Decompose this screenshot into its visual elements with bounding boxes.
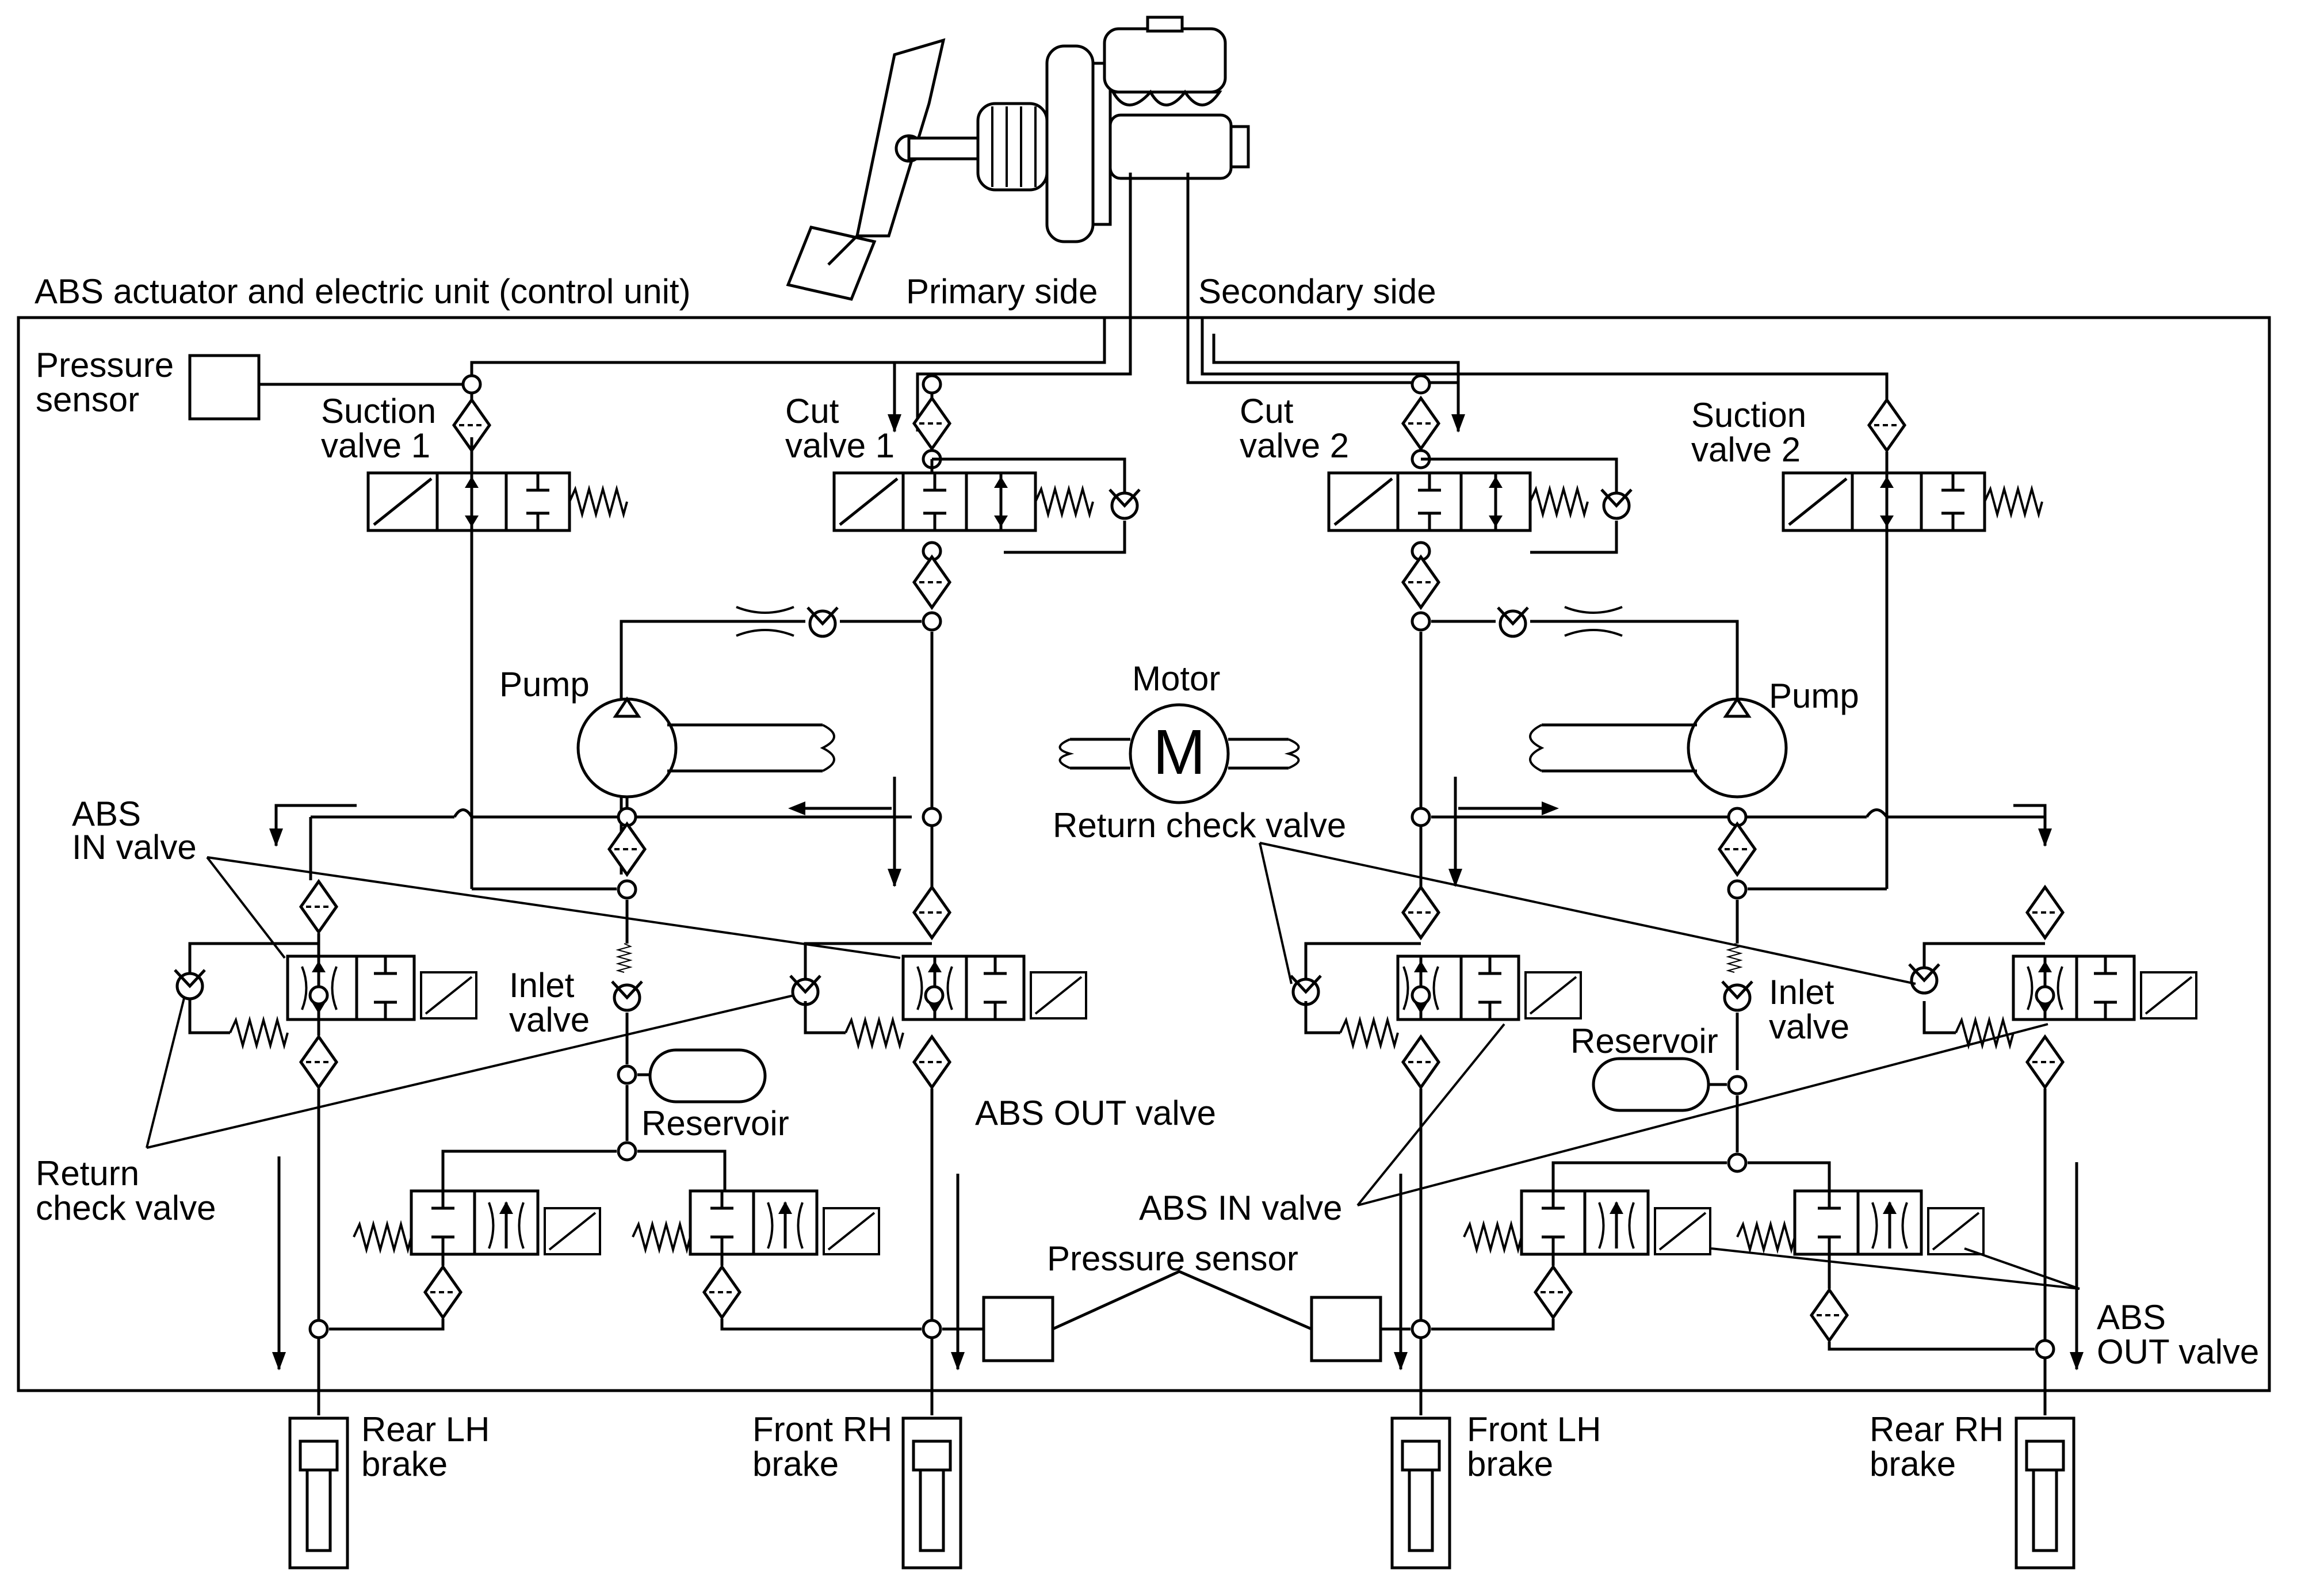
secondary-side-label: Secondary side bbox=[1198, 272, 1436, 311]
pressure-sensor-bottom-label: Pressure sensor bbox=[1047, 1239, 1298, 1278]
inlet-valve-left-label-2: valve bbox=[509, 1001, 590, 1039]
return-check-valve-left-label-1: Return bbox=[36, 1154, 139, 1193]
callout-lines bbox=[146, 842, 2080, 1290]
left-circuit bbox=[175, 376, 1140, 1415]
suction-valve-2-label-1: Suction bbox=[1691, 396, 1806, 434]
cut-valve-1-label-1: Cut bbox=[785, 392, 839, 430]
pressure-sensor-top-label-2: sensor bbox=[36, 380, 139, 419]
motor-label: Motor bbox=[1132, 659, 1220, 698]
return-check-valve-center-label: Return check valve bbox=[1053, 806, 1346, 845]
inlet-valve-left-label-1: Inlet bbox=[509, 966, 575, 1005]
right-circuit bbox=[1291, 376, 2196, 1415]
motor: M bbox=[1058, 703, 1300, 804]
pressure-sensor-top bbox=[188, 354, 261, 421]
rear-rh-brake-cylinder bbox=[2016, 1418, 2074, 1568]
pressure-sensor-front-lh bbox=[1310, 1296, 1382, 1362]
front-lh-brake-cylinder bbox=[1392, 1418, 1450, 1568]
cut-valve-2-label-1: Cut bbox=[1240, 392, 1294, 430]
pressure-sensor-top-label-1: Pressure bbox=[36, 346, 174, 384]
motor-letter: M bbox=[1153, 717, 1206, 788]
cut-valve-2-label-2: valve 2 bbox=[1240, 426, 1349, 465]
unit-title: ABS actuator and electric unit (control … bbox=[35, 272, 691, 311]
inlet-valve-right-label-1: Inlet bbox=[1769, 973, 1834, 1011]
rear-rh-brake-label-2: brake bbox=[1870, 1445, 1956, 1483]
abs-out-valve-right-label-2: OUT valve bbox=[2097, 1332, 2259, 1371]
master-cylinder-assembly bbox=[786, 16, 1458, 432]
front-rh-brake-cylinder bbox=[903, 1418, 961, 1568]
front-lh-brake-label-2: brake bbox=[1467, 1445, 1553, 1483]
primary-side-label: Primary side bbox=[906, 272, 1098, 311]
suction-valve-1-label-1: Suction bbox=[321, 392, 436, 430]
suction-valve-2-label-2: valve 2 bbox=[1691, 430, 1801, 469]
front-rh-brake-label-2: brake bbox=[752, 1445, 839, 1483]
reservoir-right bbox=[1592, 1057, 1710, 1112]
reservoir-right-label: Reservoir bbox=[1570, 1022, 1718, 1060]
rear-rh-brake-label-1: Rear RH bbox=[1870, 1410, 2004, 1449]
front-lh-brake-label-1: Front LH bbox=[1467, 1410, 1601, 1449]
inlet-valve-right-label-2: valve bbox=[1769, 1007, 1849, 1046]
reservoir-left-label: Reservoir bbox=[641, 1104, 789, 1143]
abs-out-valve-center-label: ABS OUT valve bbox=[975, 1094, 1216, 1132]
cut-valve-1-label-2: valve 1 bbox=[785, 426, 895, 465]
front-rh-brake-label-1: Front RH bbox=[752, 1410, 892, 1449]
abs-in-valve-left-label-2: IN valve bbox=[72, 828, 197, 866]
abs-in-valve-lower-label: ABS IN valve bbox=[1139, 1189, 1342, 1227]
abs-out-valve-right-label-1: ABS bbox=[2097, 1298, 2166, 1337]
return-check-valve-left-label-2: check valve bbox=[36, 1189, 216, 1227]
pump-right-label: Pump bbox=[1769, 677, 1859, 715]
abs-in-valve-left-label-1: ABS bbox=[72, 795, 141, 833]
pump-left-label: Pump bbox=[499, 665, 590, 704]
pressure-sensor-front-rh bbox=[982, 1296, 1054, 1362]
rear-lh-brake-cylinder bbox=[290, 1418, 347, 1568]
labels: ABS actuator and electric unit (control … bbox=[35, 272, 2259, 1483]
suction-valve-1-label-2: valve 1 bbox=[321, 426, 430, 465]
rear-lh-brake-label-1: Rear LH bbox=[361, 1410, 490, 1449]
reservoir-left bbox=[648, 1048, 767, 1103]
rear-lh-brake-label-2: brake bbox=[361, 1445, 448, 1483]
abs-unit-boundary bbox=[17, 316, 2271, 1392]
